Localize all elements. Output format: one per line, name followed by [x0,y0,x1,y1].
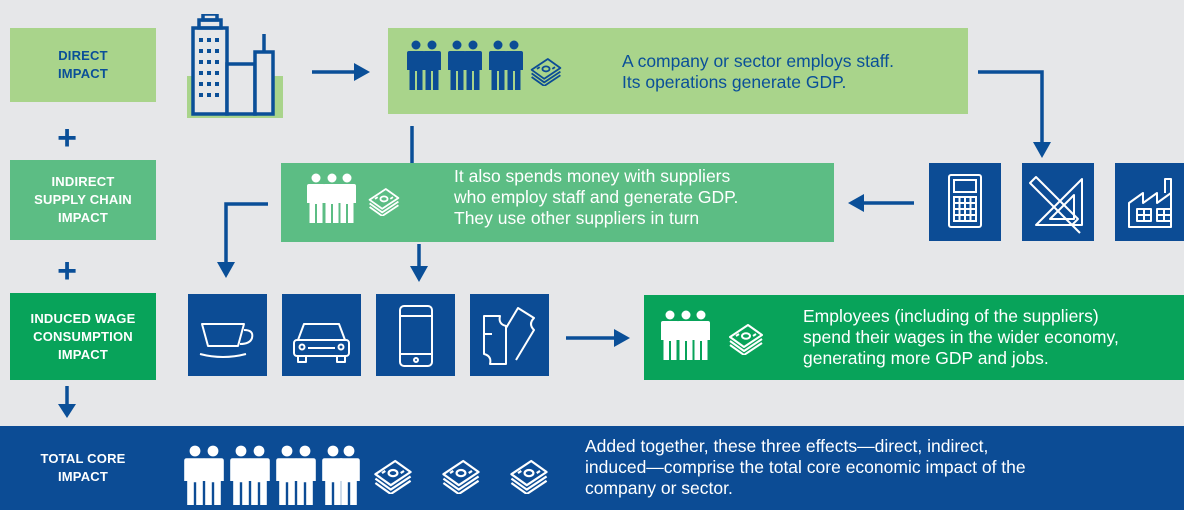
calculator-icon [948,174,982,228]
total-impact-label: TOTAL CORE IMPACT [10,426,156,510]
people-icon [407,40,523,90]
label-line: DIRECT [58,48,108,63]
text-line: spend their wages in the wider economy, [803,327,1119,347]
factory-tile [1115,163,1184,241]
indirect-impact-label: INDIRECT SUPPLY CHAIN IMPACT [10,160,156,240]
coffee-cup-icon [199,323,254,358]
text-line: induced—comprise the total core economic… [585,457,1026,477]
drafting-tools-icon [1029,176,1083,234]
text-line: generating more GDP and jobs. [803,348,1049,368]
smartphone-icon [399,305,433,367]
total-impact-text: Added together, these three effects—dire… [585,436,1026,499]
car-icon [293,323,350,363]
text-line: company or sector. [585,478,733,498]
tickets-icon [483,307,535,365]
plus-sign: + [57,119,77,157]
plus-sign: + [57,252,77,290]
label-line: INDUCED WAGE [30,310,136,326]
money-stack-icon [374,459,412,494]
coffee-cup-tile [188,294,267,376]
smartphone-tile [376,294,455,376]
label-line: CONSUMPTION [33,328,133,344]
calculator-tile [929,163,1001,241]
text-line: A company or sector employs staff. [622,51,895,71]
people-icon [307,173,356,223]
connector-line [410,126,414,166]
car-tile [282,294,361,376]
money-stack-icon [442,459,480,494]
arrow-right-icon [566,329,630,347]
label-line: IMPACT [57,469,109,484]
arrow-left-icon [848,194,914,212]
label-line: INDIRECT [51,174,115,189]
text-line: Employees (including of the suppliers) [803,306,1099,326]
money-stack-icon [729,324,763,355]
direct-impact-panel [388,28,968,114]
arrow-down-left-icon [217,202,268,278]
label-line: SUPPLY CHAIN [34,192,132,207]
factory-icon [1128,178,1172,228]
people-icon [661,310,710,360]
text-line: It also spends money with suppliers [454,166,731,186]
money-stack-icon [530,58,562,86]
text-line: Its operations generate GDP. [622,72,847,92]
label-line: IMPACT [57,210,109,225]
arrow-down-icon [410,244,428,282]
label-line: IMPACT [57,66,109,81]
drafting-tools-tile [1022,163,1094,241]
arrow-down-right-icon [978,70,1051,158]
induced-impact-label: INDUCED WAGE CONSUMPTION IMPACT [10,293,156,380]
induced-impact-text: Employees (including of the suppliers) s… [803,306,1119,369]
tickets-tile [470,294,549,376]
people-icon [184,445,360,505]
label-line: IMPACT [57,346,109,362]
text-line: Added together, these three effects—dire… [585,436,989,456]
text-line: who employ staff and generate GDP. [454,187,739,207]
direct-impact-text: A company or sector employs staff. Its o… [622,51,894,93]
direct-impact-label: DIRECT IMPACT [10,28,156,102]
down-arrow-icon [58,386,76,418]
arrow-right-icon [312,63,370,81]
office-building-icon [187,14,283,118]
induced-impact-panel [644,295,1184,380]
indirect-impact-text: It also spends money with suppliers who … [454,166,738,229]
text-line: They use other suppliers in turn [454,208,700,228]
money-stack-icon [510,459,548,494]
money-stack-icon [368,188,400,216]
label-line: TOTAL CORE [40,451,126,466]
